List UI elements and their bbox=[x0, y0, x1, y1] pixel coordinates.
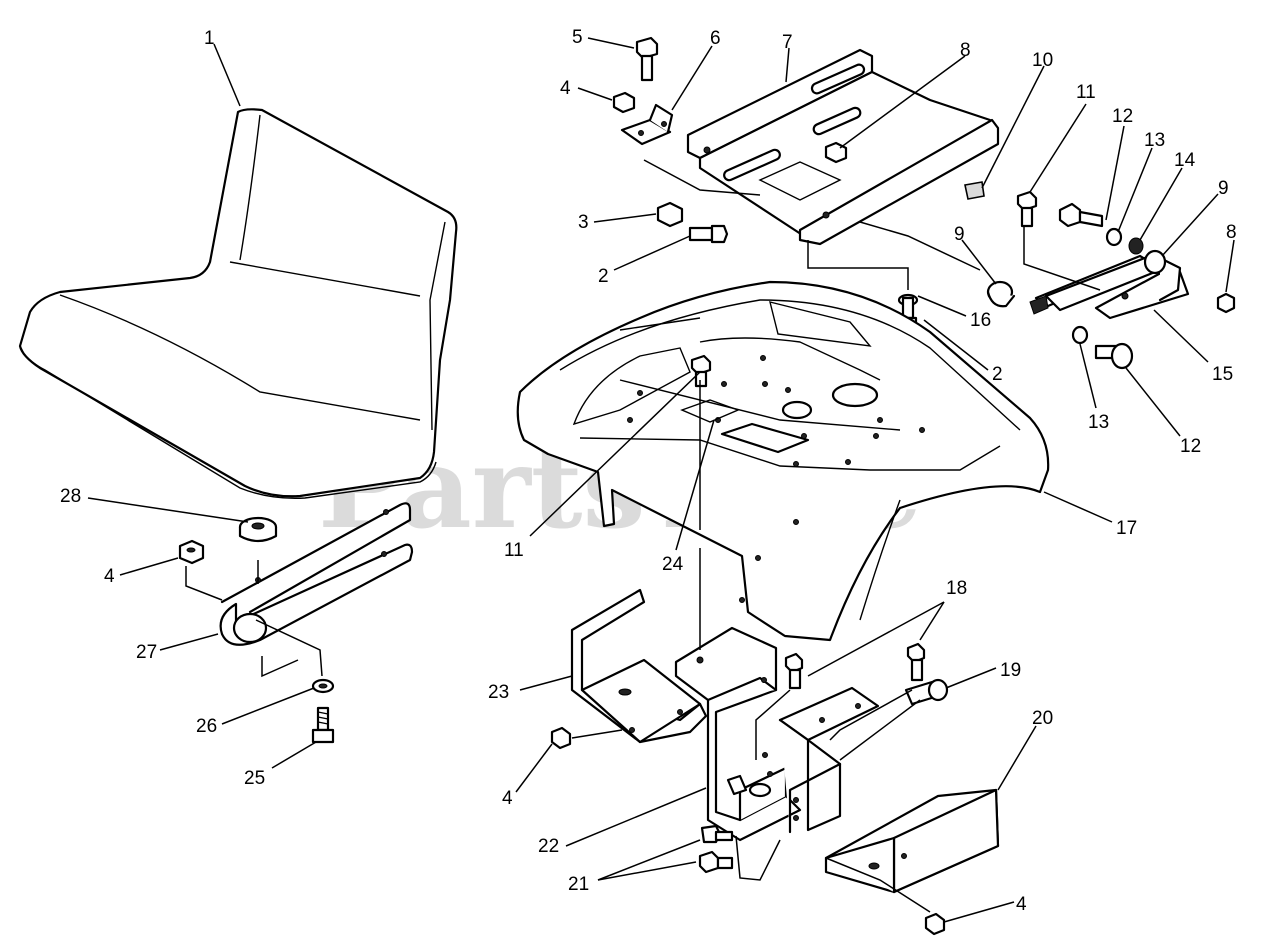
callout-22: 22 bbox=[538, 836, 559, 857]
callout-9: 9 bbox=[1218, 178, 1229, 199]
callout-24: 24 bbox=[662, 554, 684, 575]
spring-bracket[interactable] bbox=[1029, 249, 1190, 320]
callout-6: 6 bbox=[710, 28, 721, 49]
callout-3: 3 bbox=[578, 212, 589, 233]
callout-15: 15 bbox=[1212, 364, 1233, 385]
callout-4b: 4 bbox=[104, 566, 115, 587]
fender[interactable] bbox=[516, 280, 1050, 642]
callout-11b: 11 bbox=[504, 540, 524, 561]
hex-nut-bottom[interactable] bbox=[924, 912, 946, 936]
nut-right[interactable] bbox=[1216, 292, 1236, 314]
callout-18: 18 bbox=[946, 578, 967, 599]
callout-16: 16 bbox=[970, 310, 991, 331]
shoulder-bolt-lower[interactable] bbox=[1094, 342, 1134, 370]
callout-23: 23 bbox=[488, 682, 509, 703]
callout-25: 25 bbox=[244, 768, 265, 789]
callout-21: 21 bbox=[568, 874, 589, 895]
hex-nut[interactable] bbox=[178, 539, 205, 565]
callout-17: 17 bbox=[1116, 518, 1137, 539]
callout-20: 20 bbox=[1032, 708, 1053, 729]
callout-28: 28 bbox=[60, 486, 81, 507]
callout-4: 4 bbox=[560, 78, 571, 99]
bumper-pad[interactable] bbox=[964, 181, 985, 200]
bushing[interactable] bbox=[1128, 237, 1144, 255]
callout-2: 2 bbox=[598, 266, 609, 287]
callout-labels: 1 5 4 6 7 8 10 11 12 13 14 9 8 3 9 2 16 … bbox=[60, 27, 1237, 915]
callout-7: 7 bbox=[782, 32, 793, 53]
callout-13: 13 bbox=[1144, 130, 1165, 151]
callout-12: 12 bbox=[1112, 106, 1133, 127]
left-support-bracket[interactable] bbox=[570, 588, 708, 744]
fender-bolt[interactable] bbox=[690, 354, 712, 388]
shoulder-bolt[interactable] bbox=[1058, 202, 1104, 228]
callout-19: 19 bbox=[1000, 660, 1021, 681]
hex-nut-top[interactable] bbox=[612, 91, 636, 114]
callout-12b: 12 bbox=[1180, 436, 1201, 457]
callout-10: 10 bbox=[1032, 50, 1053, 71]
slide-bolt[interactable] bbox=[688, 224, 729, 244]
screw-lower[interactable] bbox=[698, 850, 734, 874]
callout-2b: 2 bbox=[992, 364, 1003, 385]
cable-clip[interactable] bbox=[904, 678, 949, 706]
main-support-bracket[interactable] bbox=[674, 626, 802, 842]
seat-bolt[interactable] bbox=[311, 706, 335, 744]
callout-leaders bbox=[87, 37, 1235, 923]
pivot-bolt[interactable] bbox=[1016, 190, 1038, 228]
lock-washer[interactable] bbox=[311, 678, 335, 694]
washer-lower[interactable] bbox=[1071, 325, 1089, 345]
washer-upper[interactable] bbox=[1105, 227, 1123, 247]
screw-upper[interactable] bbox=[700, 824, 734, 844]
callout-26: 26 bbox=[196, 716, 217, 737]
spacer[interactable] bbox=[238, 516, 278, 543]
side-bracket[interactable] bbox=[778, 686, 880, 834]
callout-5: 5 bbox=[572, 27, 583, 48]
alignment-lines bbox=[185, 159, 1101, 913]
seat[interactable] bbox=[18, 108, 458, 499]
callout-8: 8 bbox=[960, 40, 971, 61]
bottom-bracket[interactable] bbox=[824, 788, 1000, 894]
bolt-18b[interactable] bbox=[906, 642, 926, 682]
callout-1: 1 bbox=[204, 28, 215, 49]
roller[interactable] bbox=[986, 280, 1016, 308]
bracket-bolt-18[interactable] bbox=[784, 652, 804, 690]
bracket-bolt[interactable] bbox=[635, 36, 659, 82]
slide-nut[interactable] bbox=[656, 201, 684, 228]
callout-27: 27 bbox=[136, 642, 157, 663]
angle-bracket[interactable] bbox=[620, 103, 674, 146]
callout-4c: 4 bbox=[502, 788, 513, 809]
callout-9b: 9 bbox=[954, 224, 965, 245]
callout-4d: 4 bbox=[1016, 894, 1027, 915]
hex-nut-lower-left[interactable] bbox=[550, 726, 572, 750]
callout-14: 14 bbox=[1174, 150, 1196, 171]
callout-13b: 13 bbox=[1088, 412, 1109, 433]
callout-11: 11 bbox=[1076, 82, 1096, 103]
callout-8b: 8 bbox=[1226, 222, 1237, 243]
